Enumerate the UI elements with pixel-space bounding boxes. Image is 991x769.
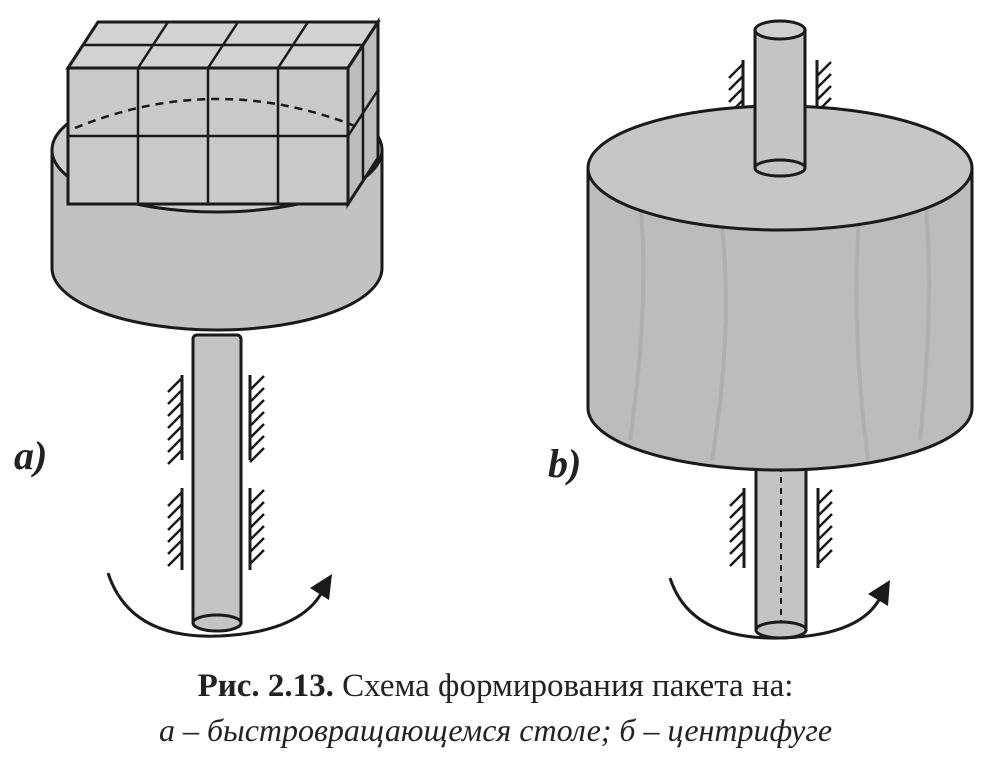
shaft-b-top xyxy=(753,19,807,41)
figure-diagram xyxy=(50,16,974,640)
bearing-a-upper-right xyxy=(248,375,265,463)
packet-stack xyxy=(65,16,381,210)
bearing-a-lower-left xyxy=(167,488,184,570)
shaft-a xyxy=(191,333,243,627)
bearing-a-lower-right xyxy=(248,488,265,570)
rotation-arrow-b xyxy=(668,577,882,640)
figure-number: Рис. 2.13. xyxy=(197,668,334,704)
figure-caption: Рис. 2.13. Схема формирования пакета на:… xyxy=(0,664,991,752)
rotation-arrowhead-b xyxy=(868,580,890,606)
centrifuge-assembly xyxy=(586,19,974,640)
rotation-arrow-a xyxy=(106,572,324,638)
caption-line-2: а – быстровращающемся столе; б – центриф… xyxy=(158,712,833,748)
rotation-arrowhead-a xyxy=(310,574,332,600)
bearing-b-lower-left xyxy=(729,488,746,568)
shaft-a-end xyxy=(191,613,243,633)
caption-line-1: Рис. 2.13. Схема формирования пакета на: xyxy=(0,664,991,708)
turntable-assembly xyxy=(50,16,384,638)
centrifuge-drum-side xyxy=(586,166,974,472)
bearing-a-upper-left xyxy=(167,375,184,465)
caption-title: Схема формирования пакета на: xyxy=(333,668,794,704)
bearing-b-lower-right xyxy=(816,488,833,568)
panel-label-b: b) xyxy=(548,441,582,486)
panel-label-a: a) xyxy=(14,433,48,478)
